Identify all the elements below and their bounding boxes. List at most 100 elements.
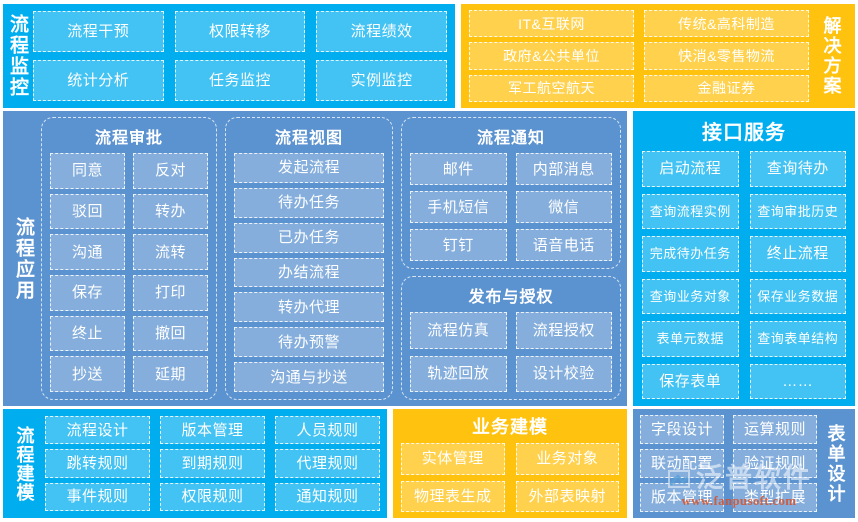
approval-item-1[interactable]: 反对 xyxy=(133,153,208,189)
view-item-0[interactable]: 发起流程 xyxy=(234,153,384,183)
notify-item-0[interactable]: 邮件 xyxy=(410,153,507,185)
notify-item-3[interactable]: 微信 xyxy=(515,191,612,223)
process-modeling-panel: 流程建模 流程设计 版本管理 人员规则 跳转规则 到期规则 代理规则 事件规则 … xyxy=(3,409,387,518)
modeling-item-4[interactable]: 到期规则 xyxy=(160,449,265,478)
approval-item-3[interactable]: 转办 xyxy=(133,193,208,230)
solution-item-0[interactable]: IT&互联网 xyxy=(469,10,634,38)
view-item-5[interactable]: 待办预警 xyxy=(234,327,384,358)
api-item-7[interactable]: 保存业务数据 xyxy=(749,278,846,314)
group-title-approval: 流程审批 xyxy=(94,130,163,147)
form-item-4[interactable]: 版本管理 xyxy=(640,483,724,512)
approval-item-8[interactable]: 终止 xyxy=(50,315,125,352)
approval-item-11[interactable]: 延期 xyxy=(133,356,208,392)
modeling-item-2[interactable]: 人员规则 xyxy=(275,416,380,445)
biz-item-3[interactable]: 外部表映射 xyxy=(515,480,619,512)
api-item-3[interactable]: 查询审批历史 xyxy=(749,193,846,229)
solution-item-2[interactable]: 政府&公共单位 xyxy=(469,42,634,70)
process-application-label: 流程应用 xyxy=(12,216,34,301)
notify-item-1[interactable]: 内部消息 xyxy=(515,153,612,185)
publish-item-0[interactable]: 流程仿真 xyxy=(410,312,507,349)
api-service-panel: 接口服务 启动流程 查询待办 查询流程实例 查询审批历史 完成待办任务 终止流程… xyxy=(633,111,855,406)
publish-item-2[interactable]: 轨迹回放 xyxy=(410,355,507,392)
form-design-label: 表单设计 xyxy=(825,423,846,504)
approval-item-9[interactable]: 撤回 xyxy=(133,315,208,352)
notify-cells: 邮件 内部消息 手机短信 微信 钉钉 语音电话 xyxy=(410,153,612,261)
monitor-item-2[interactable]: 流程绩效 xyxy=(316,11,447,52)
biz-item-1[interactable]: 业务对象 xyxy=(515,443,619,475)
process-monitoring-label: 流程监控 xyxy=(6,14,28,98)
publish-item-1[interactable]: 流程授权 xyxy=(515,312,612,349)
group-title-publish: 发布与授权 xyxy=(468,289,554,306)
top-row: 流程监控 流程干预 权限转移 流程绩效 统计分析 任务监控 实例监控 IT&互联… xyxy=(0,0,858,111)
process-right-column: 流程通知 邮件 内部消息 手机短信 微信 钉钉 语音电话 发布与授权 xyxy=(401,117,621,400)
approval-item-10[interactable]: 抄送 xyxy=(50,356,125,392)
view-item-4[interactable]: 转办代理 xyxy=(234,292,384,323)
approval-item-0[interactable]: 同意 xyxy=(50,153,125,189)
api-item-0[interactable]: 启动流程 xyxy=(642,151,739,187)
modeling-item-5[interactable]: 代理规则 xyxy=(275,449,380,478)
api-item-10[interactable]: 保存表单 xyxy=(642,363,739,399)
view-item-6[interactable]: 沟通与抄送 xyxy=(234,362,384,392)
modeling-item-0[interactable]: 流程设计 xyxy=(45,416,150,445)
group-process-notification: 流程通知 邮件 内部消息 手机短信 微信 钉钉 语音电话 xyxy=(401,117,621,269)
view-item-1[interactable]: 待办任务 xyxy=(234,187,384,218)
middle-row: 流程应用 流程审批 同意 反对 驳回 转办 沟通 流转 保存 打印 终止 撤回 xyxy=(0,111,858,406)
monitor-item-3[interactable]: 统计分析 xyxy=(32,60,164,101)
monitor-item-1[interactable]: 权限转移 xyxy=(174,11,306,52)
solution-panel: IT&互联网 传统&高科制造 政府&公共单位 快消&零售物流 军工航空航天 金融… xyxy=(461,4,855,108)
biz-item-2[interactable]: 物理表生成 xyxy=(401,480,505,512)
modeling-item-7[interactable]: 权限规则 xyxy=(160,482,265,511)
api-item-9[interactable]: 查询表单结构 xyxy=(749,321,846,357)
process-monitoring-panel: 流程监控 流程干预 权限转移 流程绩效 统计分析 任务监控 实例监控 xyxy=(3,4,455,108)
approval-item-7[interactable]: 打印 xyxy=(133,275,208,311)
modeling-item-6[interactable]: 事件规则 xyxy=(45,482,150,511)
group-title-notify: 流程通知 xyxy=(476,130,545,147)
form-item-3[interactable]: 验证规则 xyxy=(733,449,817,478)
api-item-4[interactable]: 完成待办任务 xyxy=(642,236,739,272)
form-item-5[interactable]: 类型扩展 xyxy=(733,483,817,512)
notify-item-5[interactable]: 语音电话 xyxy=(515,229,612,261)
business-modeling-panel: 业务建模 实体管理 业务对象 物理表生成 外部表映射 xyxy=(393,409,627,518)
monitor-item-5[interactable]: 实例监控 xyxy=(316,60,447,101)
solution-item-3[interactable]: 快消&零售物流 xyxy=(644,42,809,70)
api-service-grid: 启动流程 查询待办 查询流程实例 查询审批历史 完成待办任务 终止流程 查询业务… xyxy=(642,151,846,399)
monitor-item-0[interactable]: 流程干预 xyxy=(32,11,164,52)
solution-item-4[interactable]: 军工航空航天 xyxy=(469,74,634,102)
form-item-2[interactable]: 联动配置 xyxy=(640,449,724,478)
approval-item-5[interactable]: 流转 xyxy=(133,234,208,270)
modeling-item-1[interactable]: 版本管理 xyxy=(160,416,265,445)
api-item-8[interactable]: 表单元数据 xyxy=(642,321,739,357)
group-process-view: 流程视图 发起流程 待办任务 已办任务 办结流程 转办代理 待办预警 沟通与抄送 xyxy=(225,117,393,400)
publish-cells: 流程仿真 流程授权 轨迹回放 设计校验 xyxy=(410,312,612,392)
approval-item-6[interactable]: 保存 xyxy=(50,275,125,311)
view-item-3[interactable]: 办结流程 xyxy=(234,257,384,288)
approval-item-4[interactable]: 沟通 xyxy=(50,234,125,270)
approval-item-2[interactable]: 驳回 xyxy=(50,193,125,230)
modeling-item-3[interactable]: 跳转规则 xyxy=(45,449,150,478)
form-design-grid: 字段设计 运算规则 联动配置 验证规则 版本管理 类型扩展 xyxy=(640,415,817,512)
bottom-row: 流程建模 流程设计 版本管理 人员规则 跳转规则 到期规则 代理规则 事件规则 … xyxy=(0,406,858,522)
solution-label: 解决方案 xyxy=(821,16,842,96)
solution-item-5[interactable]: 金融证券 xyxy=(644,74,809,102)
notify-item-2[interactable]: 手机短信 xyxy=(410,191,507,223)
business-modeling-grid: 实体管理 业务对象 物理表生成 外部表映射 xyxy=(401,443,619,512)
approval-cells: 同意 反对 驳回 转办 沟通 流转 保存 打印 终止 撤回 抄送 延期 xyxy=(50,153,208,392)
api-item-2[interactable]: 查询流程实例 xyxy=(642,193,739,229)
solution-item-1[interactable]: 传统&高科制造 xyxy=(644,10,809,38)
biz-item-0[interactable]: 实体管理 xyxy=(401,443,505,475)
view-item-2[interactable]: 已办任务 xyxy=(234,222,384,253)
api-item-1[interactable]: 查询待办 xyxy=(749,151,846,187)
form-item-0[interactable]: 字段设计 xyxy=(640,415,724,444)
publish-item-3[interactable]: 设计校验 xyxy=(515,355,612,392)
api-item-5[interactable]: 终止流程 xyxy=(749,236,846,272)
form-design-panel: 字段设计 运算规则 联动配置 验证规则 版本管理 类型扩展 表单设计 泛普软件 xyxy=(633,409,855,518)
group-title-view: 流程视图 xyxy=(274,130,343,147)
modeling-item-8[interactable]: 通知规则 xyxy=(275,482,380,511)
monitor-item-4[interactable]: 任务监控 xyxy=(174,60,306,101)
process-application-panel: 流程应用 流程审批 同意 反对 驳回 转办 沟通 流转 保存 打印 终止 撤回 xyxy=(3,111,627,406)
api-item-6[interactable]: 查询业务对象 xyxy=(642,278,739,314)
api-item-11[interactable]: …… xyxy=(749,363,846,399)
notify-item-4[interactable]: 钉钉 xyxy=(410,229,507,261)
form-item-1[interactable]: 运算规则 xyxy=(733,415,817,444)
